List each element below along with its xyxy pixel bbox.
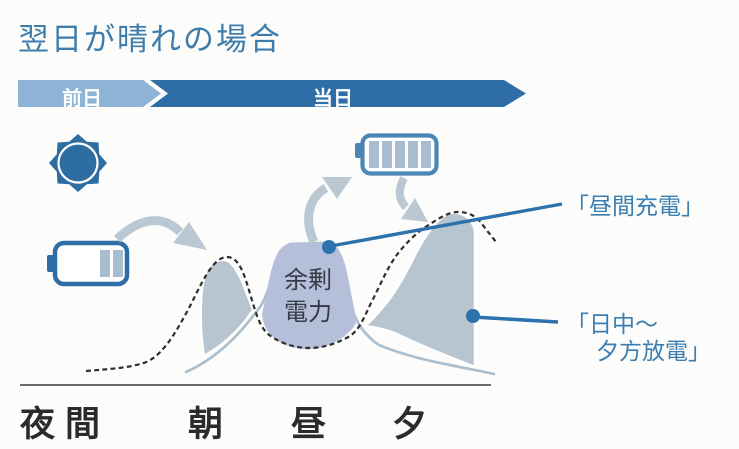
battery-full-icon: [355, 133, 439, 176]
battery-low-icon: [47, 240, 130, 287]
x-axis-label-evening: 夕: [392, 405, 428, 445]
page-title: 翌日が晴れの場合: [18, 22, 282, 58]
x-axis-label-morning: 朝: [188, 405, 224, 445]
sun-icon: [49, 134, 107, 192]
surplus-power-label: 余剰電力: [284, 266, 332, 326]
arrow-battery-to-evening-icon: [395, 176, 428, 222]
annotation-discharge-line1: 「日中〜: [566, 312, 658, 338]
arrow-surplus-to-battery-icon: [304, 177, 352, 244]
timeline-current-day-segment: [150, 80, 526, 107]
demand-dashed-curve: [85, 210, 497, 373]
x-axis-label-night: 夜間: [20, 405, 111, 445]
leader-daytime-charge: [322, 202, 563, 254]
timeline-previous-day-label: 前日: [62, 86, 102, 110]
arrow-battery-to-morning-icon: [113, 216, 207, 250]
annotation-daytime-charge: 「昼間充電」: [566, 194, 704, 220]
annotation-discharge-line2: 夕方放電」: [596, 339, 711, 365]
leader-discharge: [466, 309, 559, 324]
morning-discharge-area: [199, 258, 255, 358]
timeline-current-day-label: 当日: [313, 86, 353, 110]
surplus-power-area: [262, 243, 357, 350]
x-axis-label-noon: 昼: [291, 405, 327, 445]
timeline-previous-day-segment: [18, 80, 161, 107]
